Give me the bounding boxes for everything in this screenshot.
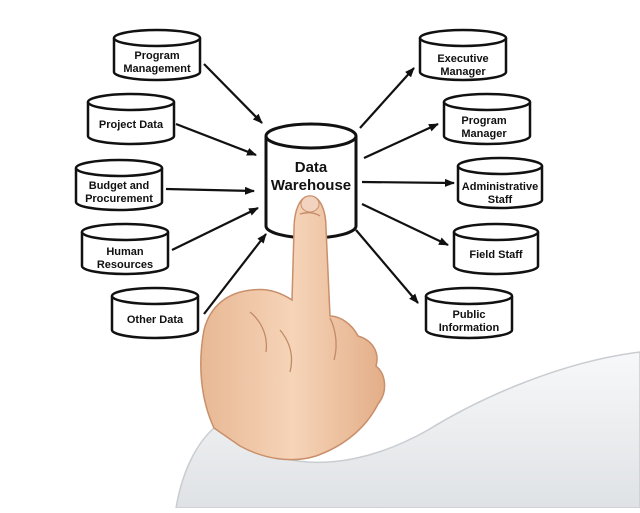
consumer-administrative-staff: Administrative Staff: [456, 156, 544, 210]
source-label-line2: Procurement: [85, 193, 153, 205]
arrow-executive-manager: [359, 67, 415, 129]
sleeve: [175, 351, 640, 509]
cylinder-top: [110, 286, 200, 306]
source-project-data: Project Data: [86, 92, 176, 146]
consumer-label-line2: Manager: [440, 66, 486, 78]
arrow-budget-procurement: [165, 186, 255, 195]
source-human-resources: Human Resources: [80, 222, 170, 276]
consumer-label-line1: Field Staff: [469, 249, 523, 261]
cylinder-shape: [424, 296, 514, 340]
cylinder-top: [452, 222, 540, 242]
cylinder-top: [80, 222, 170, 242]
pointing-hand: [175, 195, 640, 509]
consumer-field-staff: Field Staff: [452, 222, 540, 276]
cylinder-top: [112, 28, 202, 48]
consumer-label-line1: Administrative: [462, 181, 538, 193]
source-label-line1: Budget and: [89, 180, 150, 192]
source-label-line1: Human: [106, 246, 144, 258]
cylinder-shape: [452, 232, 540, 276]
arrow-project-data: [175, 122, 257, 157]
consumer-program-manager: Program Manager: [442, 92, 532, 146]
source-label-line2: Resources: [97, 259, 153, 271]
source-label-line1: Other Data: [127, 314, 184, 326]
source-budget-procurement: Budget and Procurement: [74, 158, 164, 212]
arrows: [165, 63, 455, 315]
cylinder-top: [74, 158, 164, 178]
arrow-administrative-staff: [361, 178, 455, 187]
cylinder-top: [264, 122, 358, 150]
consumer-label-line2: Staff: [488, 194, 513, 206]
cylinder-top: [86, 92, 176, 112]
consumer-public-information: Public Information: [424, 286, 514, 340]
arrow-other-data: [203, 233, 267, 315]
cylinder-shape: [74, 168, 164, 212]
cylinder-shape: [80, 232, 170, 276]
consumer-label-line1: Executive: [437, 53, 488, 65]
source-label-line1: Program: [134, 50, 179, 62]
consumer-label-line1: Public: [452, 309, 485, 321]
cylinder-top: [418, 28, 508, 48]
cylinder-shape: [110, 296, 200, 340]
arrow-program-manager: [363, 123, 439, 159]
consumer-label-line1: Program: [461, 115, 506, 127]
arrow-field-staff: [361, 203, 449, 246]
arrow-program-management: [203, 63, 263, 124]
cylinder-shape: [112, 38, 202, 82]
consumer-label-line2: Manager: [461, 128, 507, 140]
cylinder-top: [442, 92, 532, 112]
cylinder-top: [456, 156, 544, 176]
source-label-line1: Project Data: [99, 119, 164, 131]
cylinder-shape: [86, 102, 176, 146]
arrow-public-information: [355, 229, 419, 304]
cylinder-shape: [418, 38, 508, 82]
cylinder-top: [424, 286, 514, 306]
arrow-human-resources: [171, 207, 259, 251]
cylinder-shape: [456, 166, 544, 210]
consumer-label-line2: Information: [439, 322, 500, 334]
finger-creases: [249, 212, 337, 373]
consumer-executive-manager: Executive Manager: [418, 28, 508, 82]
hand-palm: [200, 195, 386, 461]
cylinder-shape: [442, 102, 532, 146]
fingernail: [300, 195, 320, 213]
source-program-management: Program Management: [112, 28, 202, 82]
center-label-line2: Warehouse: [271, 177, 351, 194]
source-label-line2: Management: [123, 63, 191, 75]
center-label-line1: Data: [295, 159, 328, 176]
source-other-data: Other Data: [110, 286, 200, 340]
